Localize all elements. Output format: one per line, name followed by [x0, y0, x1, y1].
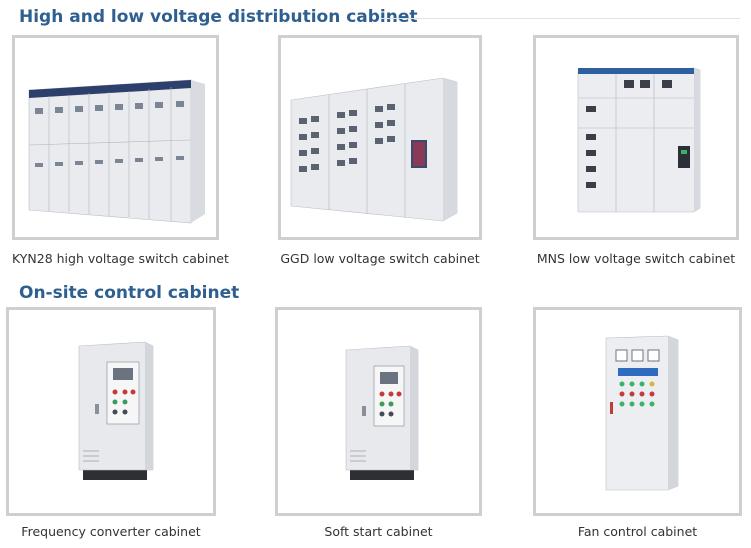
- frequency-converter-cabinet-image: [78, 341, 154, 480]
- product-caption-frequency-converter: Frequency converter cabinet: [21, 524, 201, 539]
- section-title-on-site: On-site control cabinet: [19, 283, 240, 303]
- kyn28-switchgear-image: [28, 79, 205, 224]
- product-caption-mns: MNS low voltage switch cabinet: [536, 251, 736, 266]
- section-divider: [380, 18, 740, 19]
- product-caption-ggd: GGD low voltage switch cabinet: [280, 251, 480, 266]
- product-caption-soft-start: Soft start cabinet: [324, 524, 433, 539]
- product-card-ggd[interactable]: [278, 35, 482, 240]
- ggd-switchgear-image: [290, 77, 458, 222]
- product-card-mns[interactable]: [533, 35, 739, 240]
- product-caption-fan-control: Fan control cabinet: [577, 524, 698, 539]
- product-caption-kyn28: KYN28 high voltage switch cabinet: [12, 251, 229, 266]
- product-card-frequency-converter[interactable]: [6, 307, 216, 516]
- product-card-soft-start[interactable]: [275, 307, 482, 516]
- soft-start-cabinet-image: [345, 345, 419, 480]
- section-title-distribution: High and low voltage distribution cabine…: [19, 7, 418, 27]
- mns-switchgear-image: [577, 67, 701, 213]
- product-card-kyn28[interactable]: [12, 35, 219, 240]
- fan-control-cabinet-image: [605, 335, 679, 491]
- product-card-fan-control[interactable]: [533, 307, 742, 516]
